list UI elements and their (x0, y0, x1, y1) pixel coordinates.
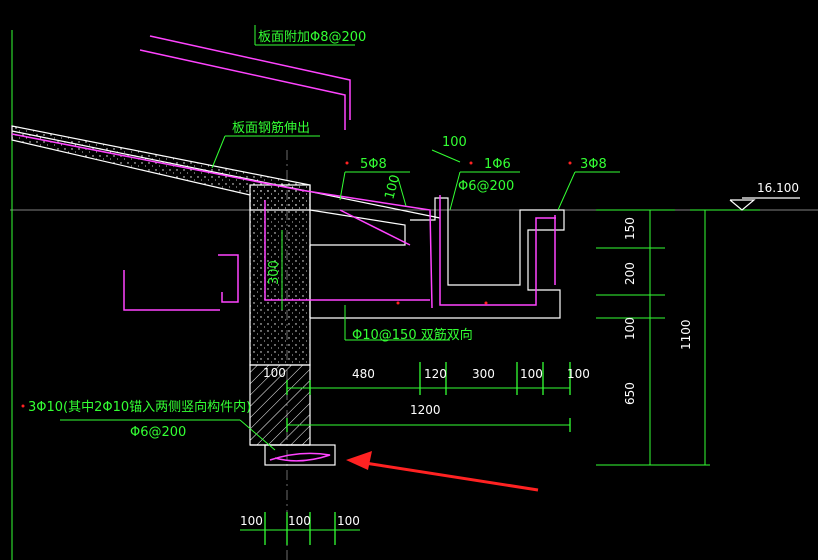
dim-b-100a: 100 (240, 514, 263, 528)
red-arrow (346, 451, 539, 492)
dim-100a: 100 (520, 367, 543, 381)
label-3phi8: 3Φ8 (580, 157, 607, 172)
dim-1200: 1200 (410, 403, 441, 417)
dim-col-100: 100 (263, 366, 286, 380)
dim-top-100: 100 (442, 135, 467, 150)
gutter-outline (309, 197, 565, 319)
label-5phi8: 5Φ8 (360, 157, 387, 172)
rebar (11, 35, 556, 462)
label-elevation: 16.100 (757, 181, 799, 195)
dim-v-650: 650 (623, 382, 637, 405)
dim-120: 120 (424, 367, 447, 381)
dim-300: 300 (267, 260, 282, 285)
label-stirrup-top: Φ6@200 (458, 179, 514, 194)
dim-v-1100: 1100 (679, 319, 693, 350)
reference-lines (10, 30, 818, 560)
label-bottom-slab-bars: Φ10@150 双筋双向 (352, 327, 473, 343)
lower-beam (249, 364, 336, 466)
dim-v-100: 100 (623, 317, 637, 340)
label-slab-added-bar: 板面附加Φ8@200 (258, 30, 366, 45)
dim-480: 480 (352, 367, 375, 381)
label-1phi6: 1Φ6 (484, 157, 511, 172)
label-beam-bottom-bars: 3Φ10(其中2Φ10锚入两侧竖向构件内) (28, 399, 251, 415)
dim-b-100c: 100 (337, 514, 360, 528)
dim-300-horiz: 300 (472, 367, 495, 381)
dim-slope-100: 100 (382, 173, 403, 201)
leader-lines (60, 25, 620, 451)
label-beam-stirrup: Φ6@200 (130, 425, 186, 440)
dim-v-150: 150 (623, 217, 637, 240)
dim-b-100b: 100 (288, 514, 311, 528)
label-slab-bar-extension: 板面钢筋伸出 (232, 120, 310, 136)
dim-100b: 100 (567, 367, 590, 381)
dimension-lines (240, 149, 800, 545)
rebar-dots (21, 161, 572, 408)
dim-v-200: 200 (623, 262, 637, 285)
